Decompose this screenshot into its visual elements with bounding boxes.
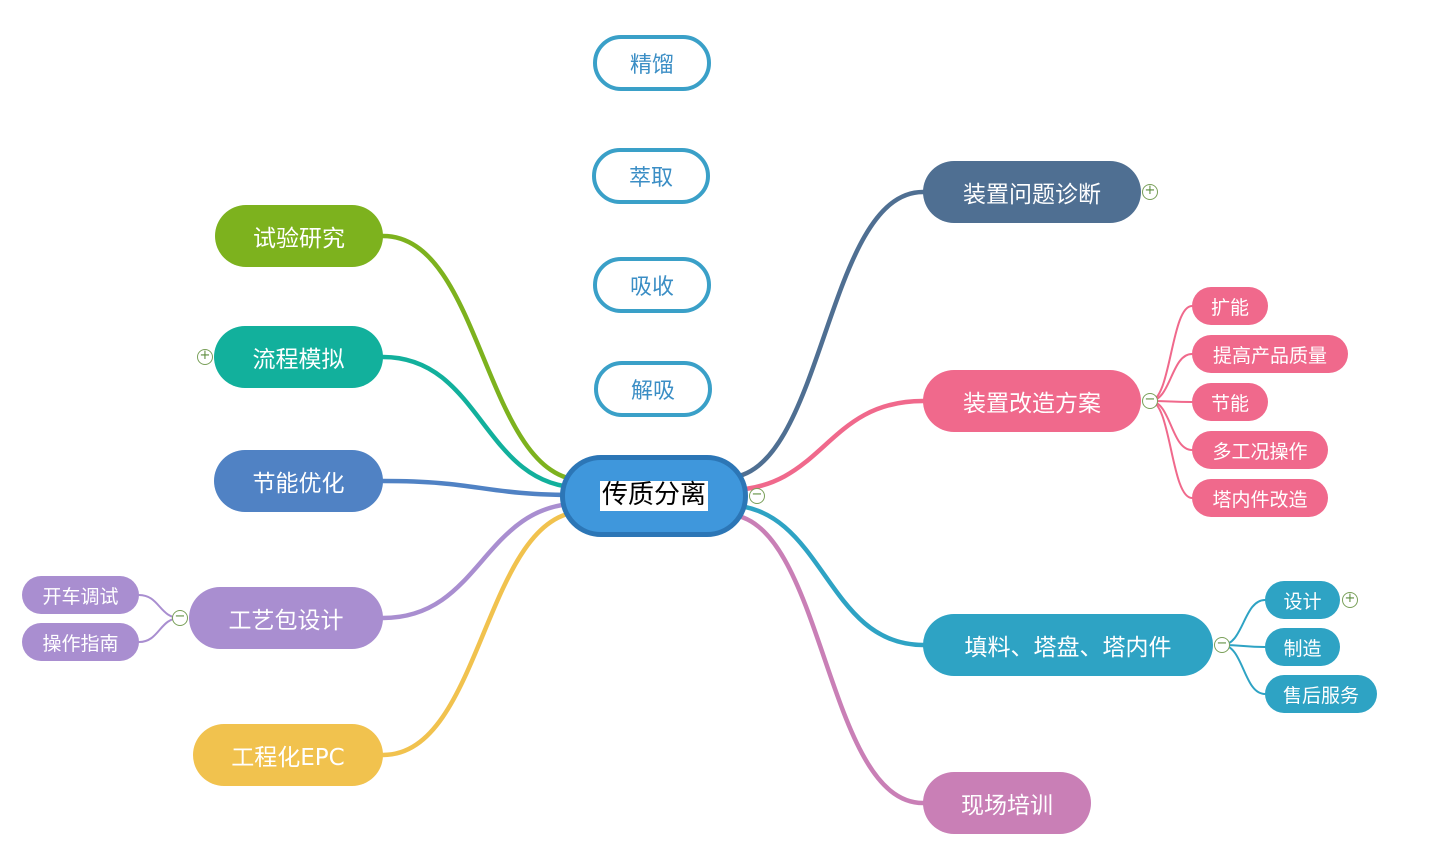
sub-node-tigao[interactable]: 提高产品质量 [1192, 335, 1348, 373]
branch-link-jieneng [380, 478, 582, 498]
process-node-xishou[interactable]: 吸收 [593, 257, 711, 313]
sub-node-kaiche-label: 开车调试 [42, 585, 119, 608]
branch-node-epc-label: 工程化EPC [231, 745, 345, 771]
sub-node-taneijian[interactable]: 塔内件改造 [1192, 479, 1328, 517]
branch-node-epc[interactable]: 工程化EPC [193, 724, 383, 786]
sub-link-taneijian [1149, 400, 1193, 499]
process-node-jingliu[interactable]: 精馏 [593, 35, 711, 91]
central-topic-label: 传质分离 [599, 480, 708, 511]
branch-node-gaizao-label: 装置改造方案 [963, 391, 1101, 417]
sub-node-sheji[interactable]: 设计 [1265, 581, 1340, 619]
sub-node-shouhou-label: 售后服务 [1282, 684, 1359, 707]
branch-link-peixun [723, 512, 926, 806]
sub-node-caozuo[interactable]: 操作指南 [22, 623, 139, 661]
process-node-xishou-label: 吸收 [629, 275, 674, 300]
branch-node-liucheng[interactable]: 流程模拟 [214, 326, 383, 388]
sub-node-shouhou[interactable]: 售后服务 [1265, 675, 1377, 713]
branch-link-gaizao [723, 398, 926, 493]
branch-wenti-expand-icon[interactable]: + [1142, 184, 1158, 200]
sub-node-jieneng2-label: 节能 [1210, 392, 1249, 415]
sub-link-tigao [1149, 353, 1193, 402]
sub-node-caozuo-label: 操作指南 [42, 632, 119, 655]
branch-liucheng-expand-icon[interactable]: + [197, 349, 213, 365]
sub-node-taneijian-label: 塔内件改造 [1212, 488, 1308, 511]
process-node-jiexi[interactable]: 解吸 [594, 361, 712, 417]
branch-node-shiyan-label: 试验研究 [253, 226, 345, 252]
sub-node-zhizao-label: 制造 [1283, 637, 1322, 660]
sub-node-duogongkuang-label: 多工况操作 [1212, 440, 1308, 463]
sub-sheji-expand-icon[interactable]: + [1342, 592, 1358, 608]
branch-node-gongyibao[interactable]: 工艺包设计 [189, 587, 383, 649]
sub-node-duogongkuang[interactable]: 多工况操作 [1192, 431, 1328, 469]
sub-node-tigao-label: 提高产品质量 [1212, 344, 1327, 367]
branch-link-shiyan [380, 233, 587, 483]
branch-node-tianliao[interactable]: 填料、塔盘、塔内件 [923, 614, 1213, 676]
branch-link-wenti [723, 189, 926, 481]
branch-link-epc [380, 509, 587, 758]
process-node-jiexi-label: 解吸 [630, 379, 675, 404]
sub-node-zhizao[interactable]: 制造 [1265, 628, 1340, 666]
process-node-cuiqu-label: 萃取 [628, 166, 673, 191]
branch-link-liucheng [380, 354, 585, 490]
branch-node-liucheng-label: 流程模拟 [252, 347, 345, 373]
process-node-jingliu-label: 精馏 [629, 53, 674, 78]
branch-node-peixun-label: 现场培训 [961, 793, 1053, 819]
branch-node-shiyan[interactable]: 试验研究 [215, 205, 383, 267]
sub-node-kuoneng-label: 扩能 [1210, 296, 1249, 319]
branch-node-jieneng-label: 节能优化 [252, 471, 345, 497]
sub-node-kaiche[interactable]: 开车调试 [22, 576, 139, 614]
branch-node-gongyibao-label: 工艺包设计 [228, 608, 344, 634]
branch-node-tianliao-label: 填料、塔盘、塔内件 [964, 635, 1172, 661]
sub-link-shouhou [1221, 644, 1266, 695]
branch-node-wenti[interactable]: 装置问题诊断 [923, 161, 1141, 223]
process-node-cuiqu[interactable]: 萃取 [592, 148, 710, 204]
branch-tianliao-collapse-icon[interactable]: − [1214, 637, 1230, 653]
sub-node-sheji-label: 设计 [1283, 590, 1322, 613]
branch-gongyibao-collapse-icon[interactable]: − [172, 610, 188, 626]
central-topic-collapse-icon[interactable]: − [749, 488, 765, 504]
branch-link-gongyibao [380, 501, 584, 621]
sub-link-sheji [1221, 599, 1266, 646]
sub-link-duogongkuang [1149, 400, 1193, 451]
branch-link-tianliao [723, 502, 926, 648]
sub-node-jieneng2[interactable]: 节能 [1192, 383, 1268, 421]
branch-gaizao-collapse-icon[interactable]: − [1142, 393, 1158, 409]
central-topic-node[interactable]: 传质分离 [560, 455, 748, 537]
sub-node-kuoneng[interactable]: 扩能 [1192, 287, 1268, 325]
sub-link-kuoneng [1149, 305, 1193, 402]
branch-node-peixun[interactable]: 现场培训 [923, 772, 1091, 834]
branch-node-jieneng[interactable]: 节能优化 [214, 450, 383, 512]
branch-node-wenti-label: 装置问题诊断 [963, 182, 1101, 208]
branch-node-gaizao[interactable]: 装置改造方案 [923, 370, 1141, 432]
